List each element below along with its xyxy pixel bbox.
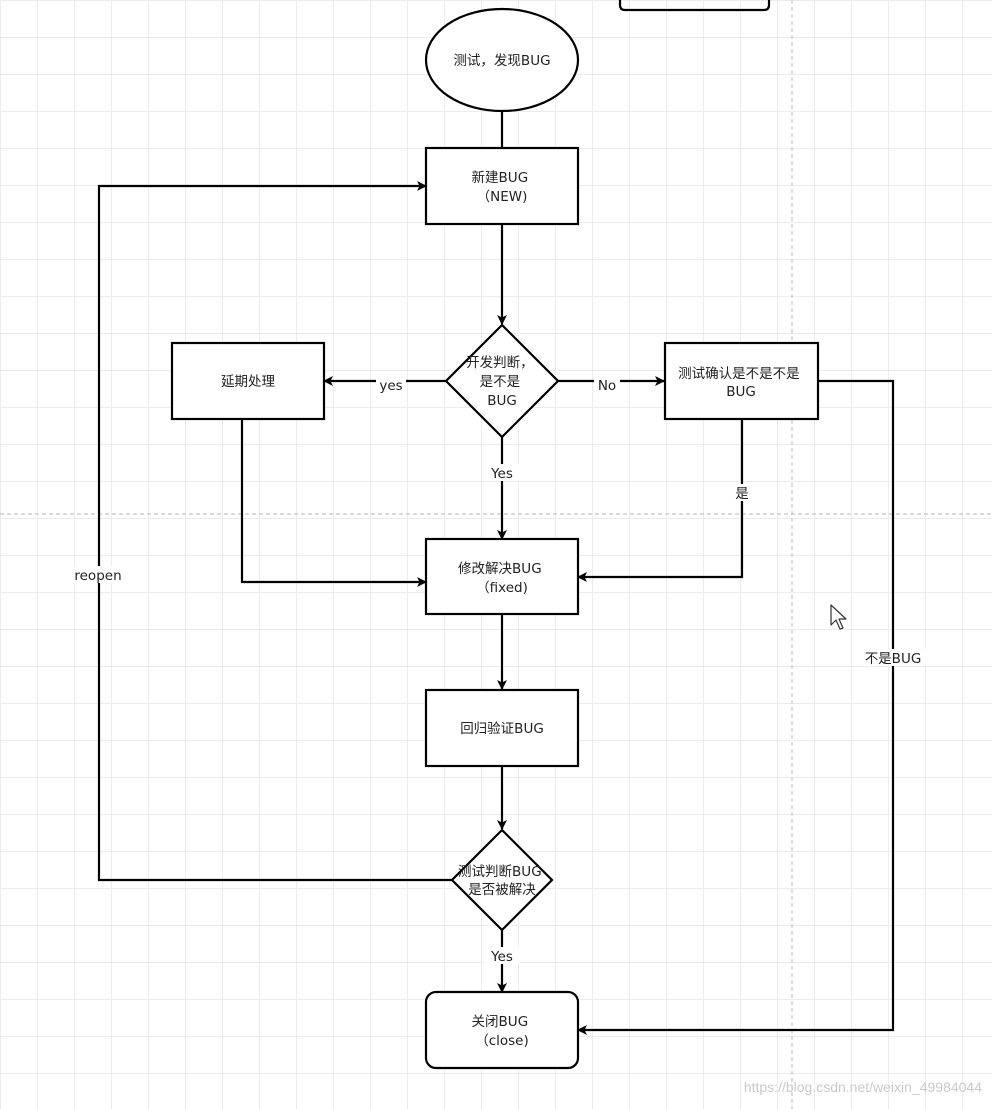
node-fix-box — [424, 537, 580, 616]
node-test-confirm-label: 测试确认是不是不是 BUG — [678, 366, 804, 400]
watermark: https://blog.csdn.net/weixin_49984044 — [743, 1079, 982, 1095]
edge-label-bg-is — [733, 484, 751, 501]
node-start-label: 测试，发现BUG — [453, 53, 550, 69]
mouse-cursor-icon — [830, 604, 847, 630]
edge-confirm-not-bug-to-close — [577, 379, 895, 1035]
edge-label-bg-no — [594, 376, 620, 392]
edge-label-no: No — [598, 378, 616, 394]
node-test-confirm-box — [663, 341, 820, 421]
edge-label-dev-yes: Yes — [490, 466, 513, 482]
edge-defer-to-fix — [240, 419, 427, 587]
edge-label-yes: yes — [379, 378, 402, 394]
node-close-label: 关闭BUG （close) — [472, 1014, 533, 1049]
partial-box-top — [618, 0, 771, 12]
edge-label-bg-yes — [376, 376, 406, 392]
node-fix-label: 修改解决BUG （fixed) — [458, 561, 546, 596]
node-new-bug-box — [424, 146, 580, 226]
edge-label-reopen: reopen — [74, 568, 121, 584]
edge-label-bg-not-bug — [860, 649, 926, 666]
edge-confirm-to-fix — [577, 419, 744, 582]
node-defer-box — [170, 341, 326, 421]
node-new-bug-label: 新建BUG （NEW) — [472, 170, 533, 205]
edge-judge-reopen-to-new — [97, 181, 452, 882]
edge-label-judge-yes: Yes — [490, 949, 513, 965]
edge-label-bg-judge-yes — [485, 947, 519, 964]
node-test-judge-diamond — [450, 828, 554, 932]
node-dev-decide-diamond — [444, 323, 560, 439]
node-close-box — [424, 990, 580, 1070]
node-dev-decide-label: 开发判断， 是不是 BUG — [466, 355, 538, 409]
node-start-ellipse — [424, 7, 580, 113]
node-test-judge-label: 测试判断BUG 是否被解决 — [458, 864, 546, 898]
edge-label-bg-reopen — [70, 566, 126, 583]
node-regress-label: 回归验证BUG — [460, 720, 544, 737]
node-defer-label: 延期处理 — [221, 374, 275, 390]
edge-label-is: 是 — [735, 486, 749, 502]
node-regress-box — [424, 688, 580, 768]
edge-label-bg-dev-yes — [485, 464, 519, 481]
edge-label-not-bug: 不是BUG — [865, 651, 922, 667]
